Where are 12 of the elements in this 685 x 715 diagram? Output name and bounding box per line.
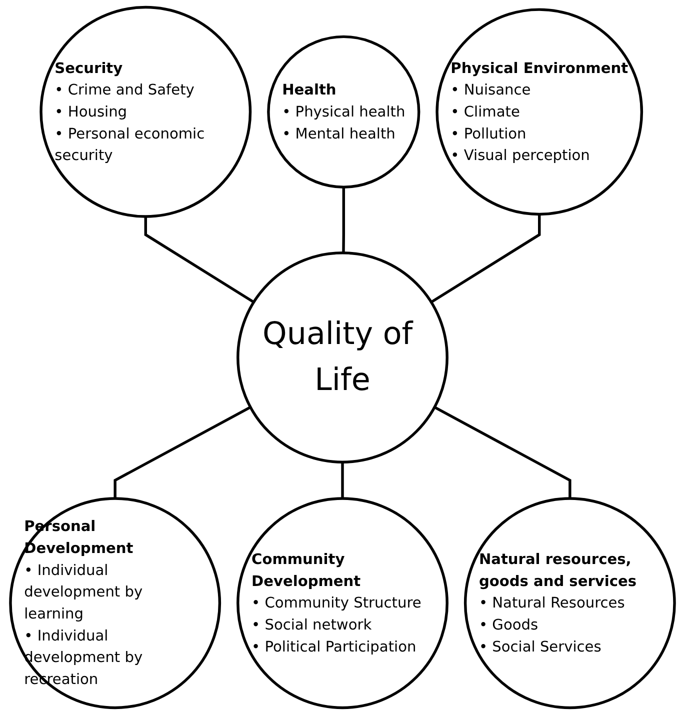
- node-circle: Quality of Life: [236, 252, 448, 464]
- node-circle: Health • Physical health • Mental health: [267, 35, 420, 188]
- node-circle: Community Development • Community Structure • Social network • Political Participation: [236, 497, 448, 710]
- node-circle: Physical Environment • Nuisance • Climate • Pollution • Visual perception: [436, 8, 644, 216]
- connector: [114, 406, 252, 498]
- connector: [342, 187, 345, 253]
- connector: [434, 406, 572, 498]
- connector: [341, 462, 344, 498]
- connector: [144, 216, 254, 304]
- connector: [430, 214, 541, 304]
- node-circle: Natural resources, goods and services • Natural Resources • Goods • Social Services: [464, 497, 676, 710]
- node-circle: Security • Crime and Safety • Housing • Personal economic security: [40, 6, 252, 218]
